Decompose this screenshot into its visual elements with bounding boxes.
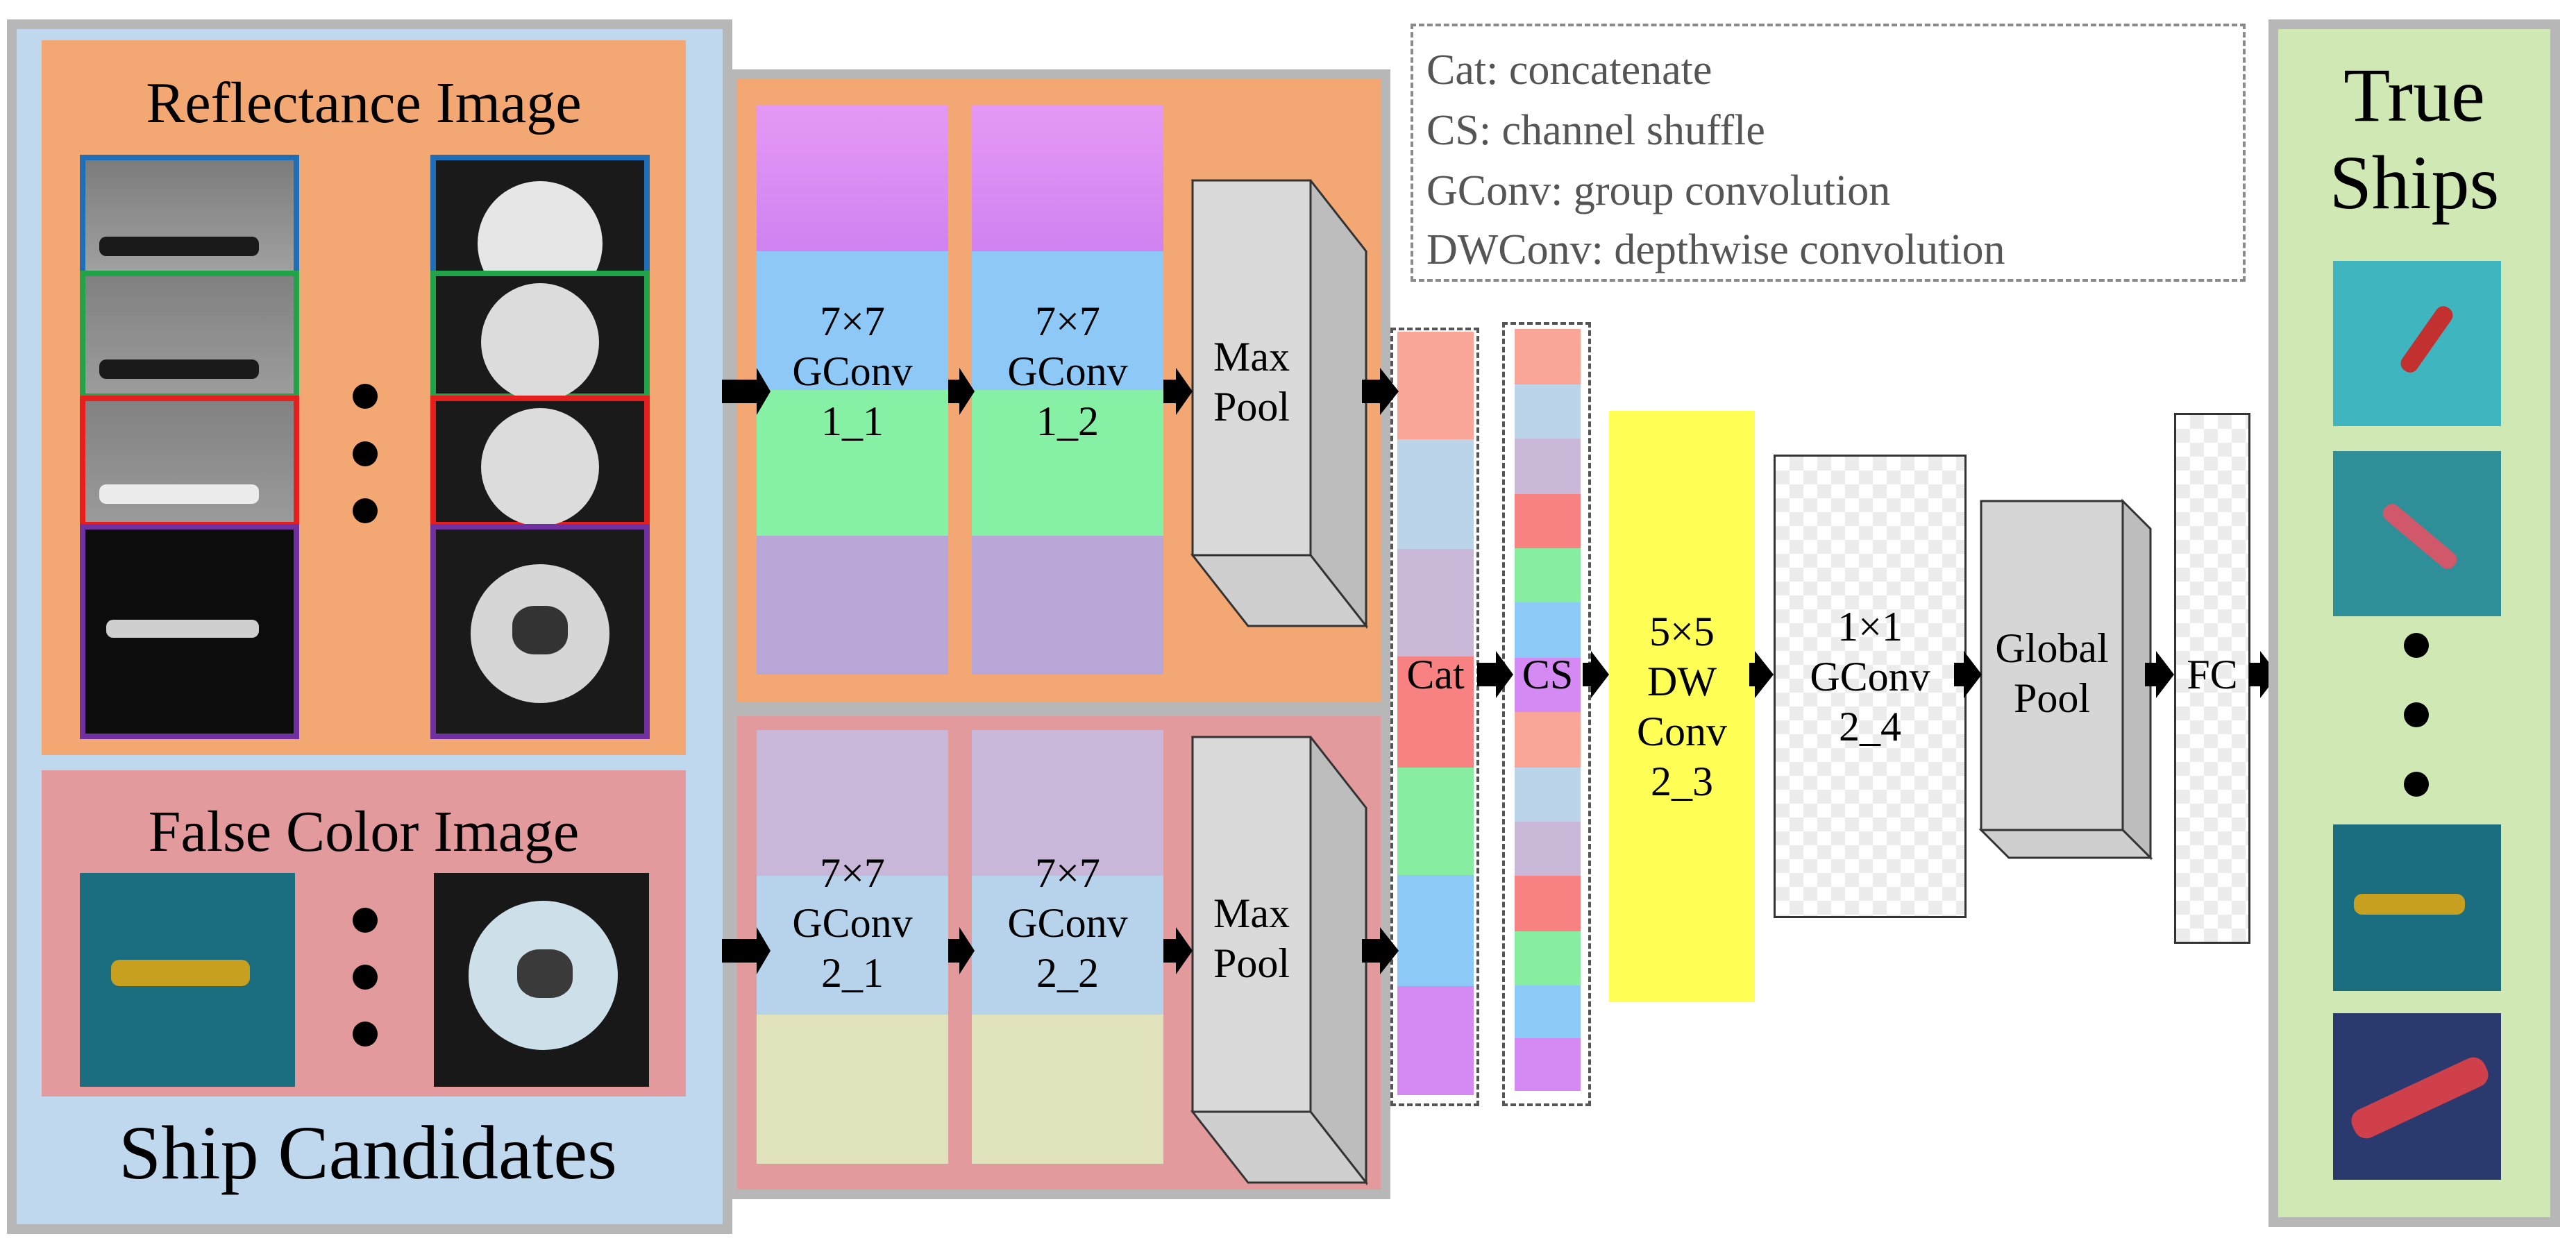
false-color-title: False Color Image (148, 799, 580, 864)
gconv-2-2-block (972, 730, 1163, 1164)
ship-candidates-title: Ship Candidates (118, 1110, 617, 1195)
reflectance-ellipsis-dot (353, 384, 378, 409)
cat-dashed-frame (1390, 328, 1479, 1106)
reflectance-thumb-purple-right (430, 524, 650, 739)
reflectance-thumb-purple-left (80, 524, 299, 739)
false-color-ellipsis-dot (353, 908, 378, 933)
true-ships-ellipsis-dot (2404, 772, 2429, 797)
reflectance-thumb-blue-left (80, 155, 299, 276)
true-ship-thumb-4 (2333, 1013, 2501, 1180)
cat-block (1397, 332, 1474, 1095)
cs-block (1515, 329, 1581, 1091)
reflectance-ellipsis-dot (353, 498, 378, 523)
false-color-thumb-right (434, 873, 649, 1087)
true-ship-thumb-3 (2333, 824, 2501, 991)
gconv-1-2-block (972, 105, 1163, 675)
cat-label: Cat (1406, 652, 1465, 697)
true-ship-thumb-1 (2333, 261, 2501, 426)
legend-line-cs: CS: channel shuffle (1426, 107, 1765, 154)
reflectance-thumb-red-right (430, 396, 650, 527)
max-pool-bottom-block (1190, 736, 1369, 1186)
true-ships-ellipsis-dot (2404, 702, 2429, 727)
global-pool-block (1978, 498, 2153, 861)
legend-box (1411, 24, 2246, 282)
reflectance-thumb-red-left (80, 396, 299, 527)
reflectance-ellipsis-dot (353, 441, 378, 466)
false-color-thumb-left (80, 873, 295, 1087)
gconv-1-1-block (757, 105, 948, 675)
false-color-ellipsis-dot (353, 1022, 378, 1047)
gconv-2-1-block (757, 730, 948, 1164)
max-pool-top-block (1190, 179, 1369, 629)
cs-label: CS (1522, 652, 1574, 697)
reflectance-title: Reflectance Image (146, 71, 582, 135)
flow-arrows (722, 368, 2278, 974)
reflectance-thumb-green-left (80, 271, 299, 399)
legend-line-cat: Cat: concatenate (1426, 46, 1712, 94)
true-ship-thumb-2 (2333, 451, 2501, 616)
false-color-ellipsis-dot (353, 965, 378, 990)
gconv-2-4-block (1774, 455, 1967, 918)
legend-line-dwconv: DWConv: depthwise convolution (1426, 226, 2005, 273)
fc-label: FC (2187, 652, 2238, 697)
cs-dashed-frame (1502, 322, 1591, 1106)
true-ships-ellipsis-dot (2404, 633, 2429, 658)
legend-line-gconv: GConv: group convolution (1426, 167, 1891, 214)
